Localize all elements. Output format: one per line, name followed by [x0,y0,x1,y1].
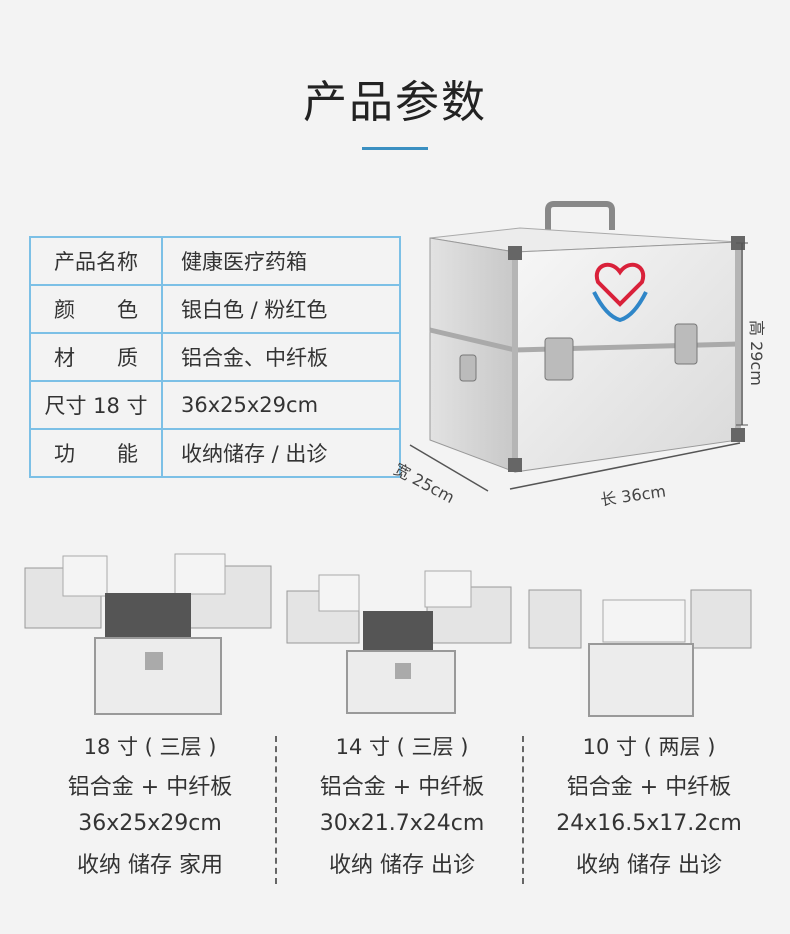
variant-use: 收纳 储存 家用 [77,853,223,878]
variant-use: 收纳 储存 出诊 [329,853,475,878]
table-row: 材 质 铝合金、中纤板 [29,332,401,382]
dimension-arrows [409,242,748,492]
divider [522,736,524,884]
spec-key: 功 能 [29,428,163,478]
page-title: 产品参数 [303,77,487,128]
spec-key: 颜 色 [29,284,163,334]
spec-key: 材 质 [29,332,163,382]
spec-value: 收纳储存 / 出诊 [161,428,401,478]
spec-value: 健康医疗药箱 [161,236,401,286]
variant-material: 铝合金 + 中纤板 [566,775,732,800]
spec-value: 铝合金、中纤板 [161,332,401,382]
spec-key: 产品名称 [29,236,163,286]
open-case-18-image [24,553,272,715]
spec-key: 尺寸 18 寸 [29,380,163,430]
height-label: 高 29cm [747,320,766,386]
table-row: 产品名称 健康医疗药箱 [29,236,401,286]
variant-dims: 30x21.7x24cm [319,811,485,836]
table-row: 尺寸 18 寸 36x25x29cm [29,380,401,430]
open-case-10-image [528,589,752,717]
divider [275,736,277,884]
spec-table: 产品名称 健康医疗药箱 颜 色 银白色 / 粉红色 材 质 铝合金、中纤板 尺寸… [29,236,401,478]
variant-material: 铝合金 + 中纤板 [67,775,233,800]
variant-use: 收纳 储存 出诊 [576,853,722,878]
variant-14-caption: 14 寸 ( 三层 ) 铝合金 + 中纤板 30x21.7x24cm 收纳 储存… [282,730,522,884]
variant-size: 18 寸 ( 三层 ) [83,735,217,759]
title-underline [362,147,428,150]
open-case-14-image [286,570,512,714]
main-case-image [429,201,745,473]
spec-value: 36x25x29cm [161,380,401,430]
table-row: 功 能 收纳储存 / 出诊 [29,428,401,478]
table-row: 颜 色 银白色 / 粉红色 [29,284,401,334]
variant-size: 14 寸 ( 三层 ) [335,735,469,759]
variant-dims: 24x16.5x17.2cm [556,811,742,836]
variant-size: 10 寸 ( 两层 ) [582,735,716,759]
variant-18-caption: 18 寸 ( 三层 ) 铝合金 + 中纤板 36x25x29cm 收纳 储存 家… [30,730,270,884]
variant-dims: 36x25x29cm [78,811,222,836]
variant-material: 铝合金 + 中纤板 [319,775,485,800]
variant-10-caption: 10 寸 ( 两层 ) 铝合金 + 中纤板 24x16.5x17.2cm 收纳 … [529,730,769,884]
spec-value: 银白色 / 粉红色 [161,284,401,334]
